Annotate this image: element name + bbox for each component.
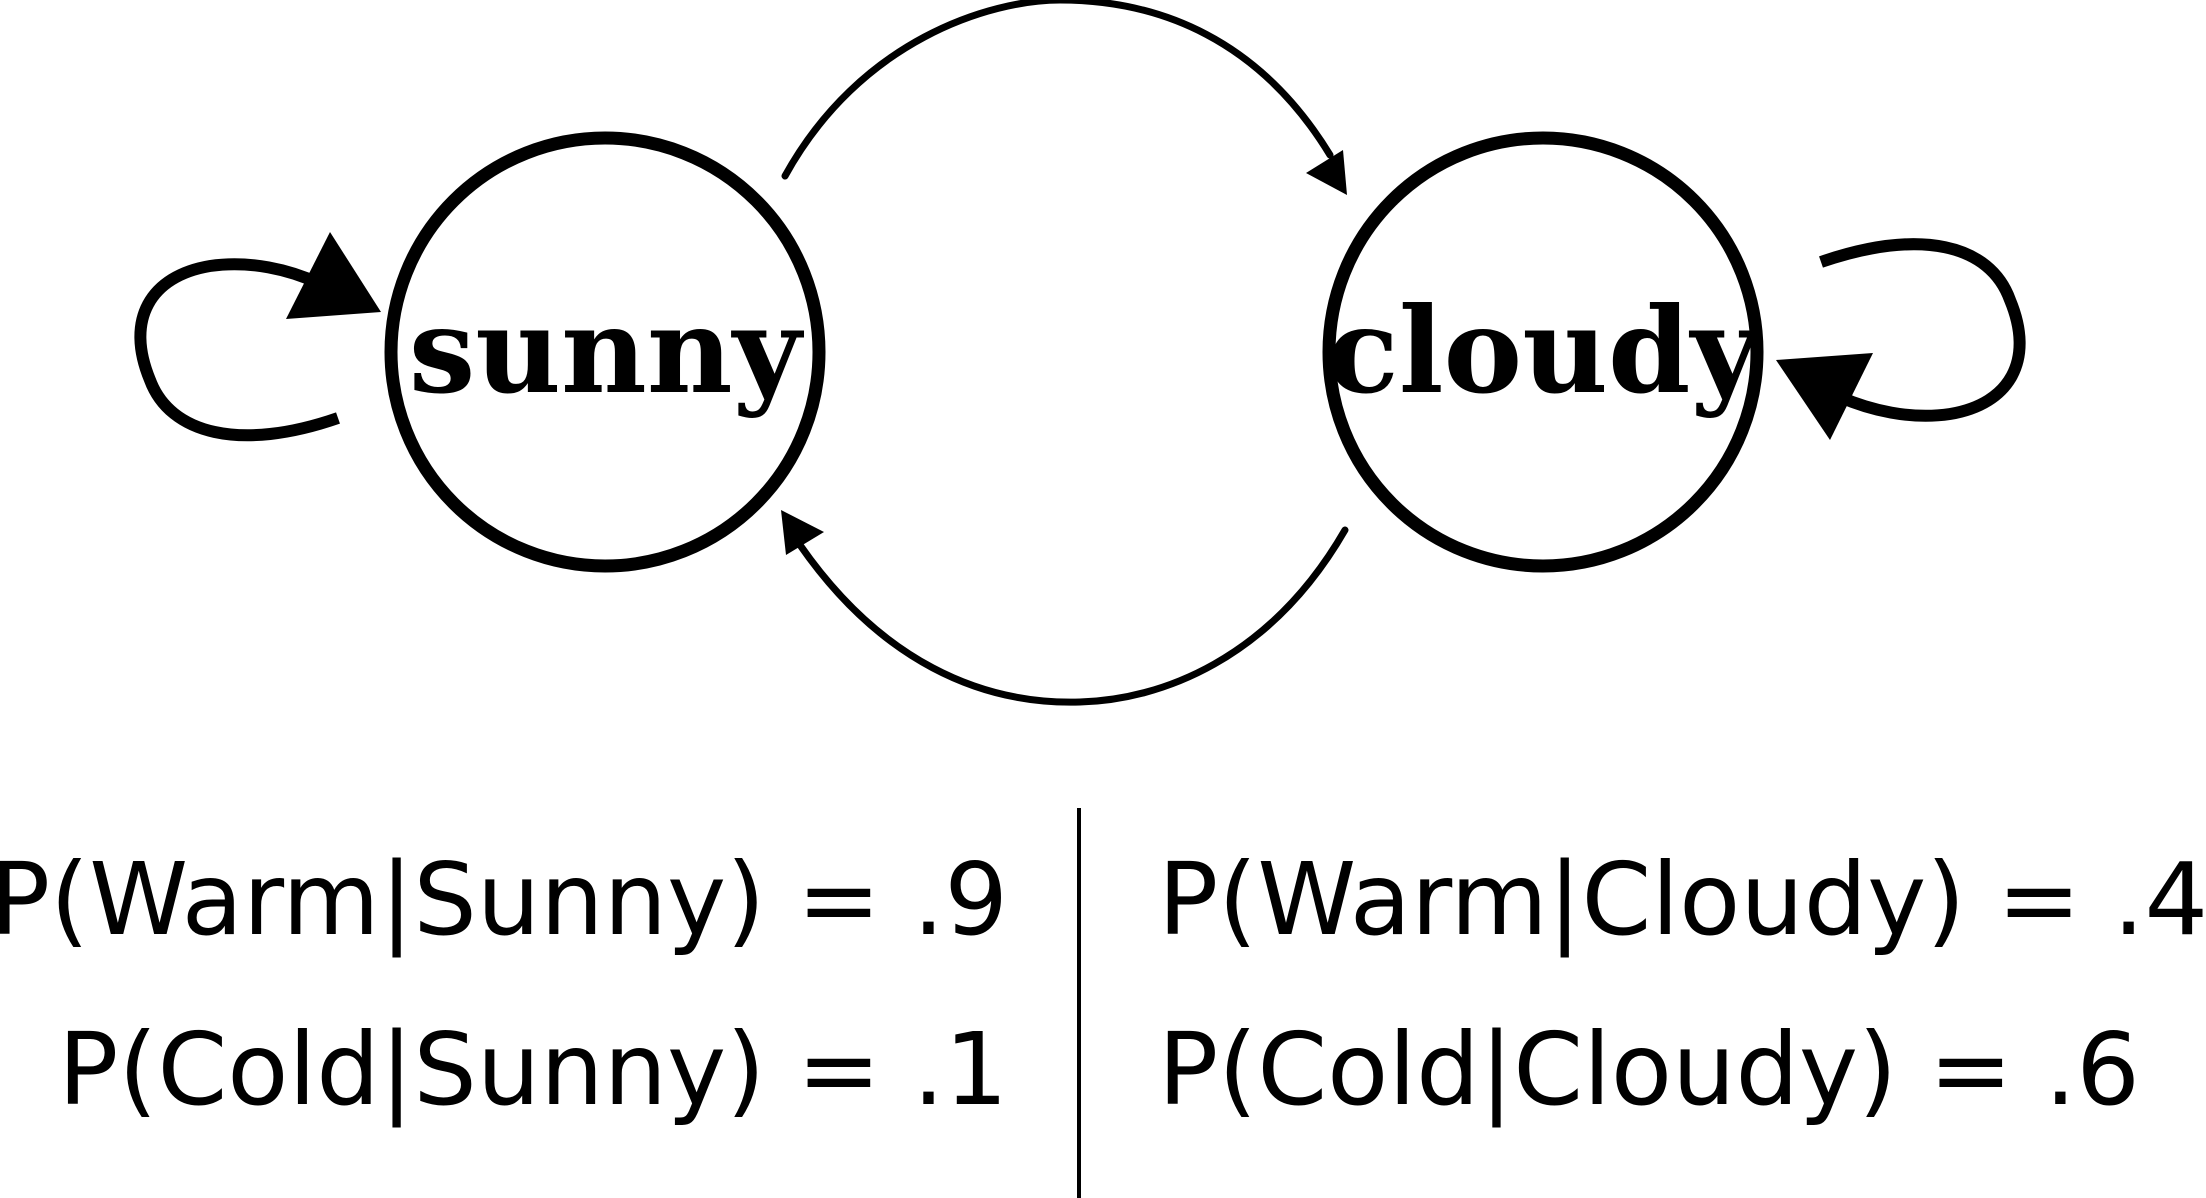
emission-prob-sunny-warm: P(Warm|Sunny) = .9 xyxy=(0,841,1008,958)
self-loop-cloudy-line xyxy=(1819,238,2026,422)
transition-cloudy-to-sunny xyxy=(781,510,1349,706)
cloudy-label: cloudy xyxy=(1327,281,1763,420)
state-node-cloudy: cloudy xyxy=(1322,131,1764,573)
transition-sunny-to-cloudy-line xyxy=(781,0,1334,180)
transition-cloudy-to-sunny-line xyxy=(796,526,1349,706)
self-loop-cloudy xyxy=(1776,238,2026,440)
cloudy-circle xyxy=(1322,131,1764,573)
transition-sunny-to-cloudy xyxy=(781,0,1347,195)
emission-prob-cloudy-cold: P(Cold|Cloudy) = .6 xyxy=(1158,1011,2140,1128)
sunny-circle xyxy=(384,131,826,573)
self-loop-sunny-arrowhead xyxy=(286,232,381,319)
sunny-label: sunny xyxy=(409,281,805,420)
transition-sunny-to-cloudy-arrowhead xyxy=(1306,150,1347,195)
self-loop-cloudy-arrowhead xyxy=(1776,353,1873,440)
self-loop-sunny-line xyxy=(134,258,340,442)
transition-cloudy-to-sunny-arrowhead xyxy=(781,510,824,555)
emission-prob-sunny-cold: P(Cold|Sunny) = .1 xyxy=(58,1011,1008,1128)
emission-prob-cloudy-warm: P(Warm|Cloudy) = .4 xyxy=(1158,841,2206,958)
self-loop-sunny xyxy=(134,232,381,442)
state-node-sunny: sunny xyxy=(384,131,826,573)
